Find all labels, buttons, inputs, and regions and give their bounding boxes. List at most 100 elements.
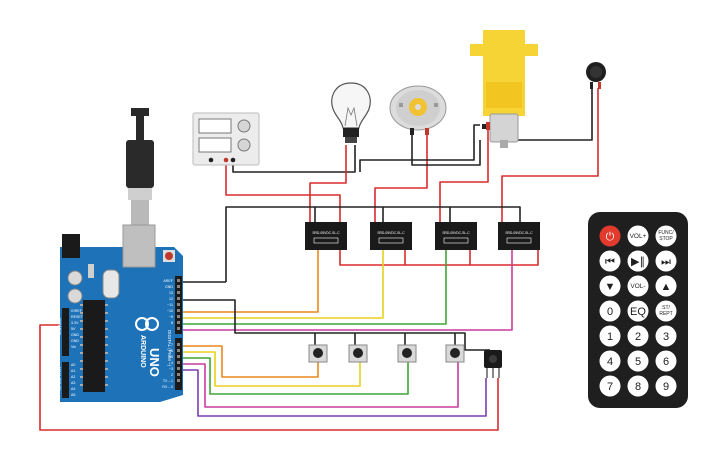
remote-button[interactable]: 2 bbox=[627, 325, 649, 347]
push-button-4[interactable] bbox=[445, 344, 465, 363]
pin-label: ~10 bbox=[167, 309, 173, 313]
pin-label: A4 bbox=[71, 387, 75, 391]
wire-magenta-relay4[interactable] bbox=[182, 250, 513, 331]
wire-yellow-relay2[interactable] bbox=[182, 250, 384, 319]
power-supply-knob[interactable] bbox=[237, 119, 251, 133]
wire-black-supply[interactable] bbox=[232, 145, 356, 173]
relay-4[interactable]: SRD-05VDC-SL-C bbox=[498, 222, 540, 250]
remote-button[interactable]: 1 bbox=[599, 325, 621, 347]
arduino-uno-board[interactable]: ARDUINO UNO DIGITAL (PWM ~) POWER ANALOG… bbox=[57, 108, 183, 402]
pin-label: 13 bbox=[169, 291, 173, 295]
pin-label: A3 bbox=[71, 381, 75, 385]
remote-play-pause-button[interactable]: ▶∥ bbox=[627, 250, 649, 272]
remote-button[interactable]: EQ bbox=[627, 300, 649, 322]
remote-button[interactable]: 0 bbox=[599, 300, 621, 322]
remote-button-label: ST/ bbox=[662, 305, 670, 311]
wire-black-relay-bus[interactable] bbox=[225, 206, 521, 282]
wire-orange-relay1[interactable] bbox=[182, 250, 319, 313]
pin-label: GND bbox=[71, 339, 79, 343]
wire-purple-ir[interactable] bbox=[182, 369, 487, 417]
terminal[interactable] bbox=[208, 157, 214, 163]
terminal[interactable] bbox=[230, 157, 236, 163]
remote-down-button[interactable]: ▼ bbox=[599, 275, 621, 297]
push-button-3[interactable] bbox=[397, 344, 417, 363]
wire-red-bulb[interactable] bbox=[309, 145, 347, 222]
remote-rewind-button[interactable]: ⏮ bbox=[599, 250, 621, 272]
pin-label: A0 bbox=[71, 363, 75, 367]
wire-green-button3[interactable] bbox=[182, 357, 409, 395]
brand-label: ARDUINO bbox=[139, 335, 146, 368]
remote-button[interactable]: 4 bbox=[599, 350, 621, 372]
power-supply[interactable] bbox=[192, 112, 260, 166]
remote-up-button[interactable]: ▲ bbox=[655, 275, 677, 297]
wire-orange-button1[interactable] bbox=[182, 345, 319, 378]
remote-button[interactable]: ST/REPT bbox=[655, 300, 677, 322]
crystal bbox=[102, 269, 120, 299]
wire-red-gearmotor[interactable] bbox=[439, 128, 489, 222]
pin-label: TX→1 bbox=[163, 379, 173, 383]
remote-button[interactable]: 3 bbox=[655, 325, 677, 347]
wire-green-relay3[interactable] bbox=[182, 250, 447, 325]
relay-2[interactable]: SRD-05VDC-SL-C bbox=[370, 222, 412, 250]
remote-power-button[interactable]: ⏻ bbox=[599, 225, 621, 247]
wire-black-gearmotor[interactable] bbox=[359, 124, 480, 172]
relays: SRD-05VDC-SL-C SRD-05VDC-SL-C SRD-05VDC-… bbox=[305, 222, 540, 250]
wire-black-dcmotor[interactable] bbox=[411, 135, 481, 166]
pin-label: 4 bbox=[171, 361, 173, 365]
remote-button-label: 8 bbox=[635, 381, 641, 393]
remote-button[interactable]: 7 bbox=[599, 375, 621, 397]
remote-button[interactable]: VOL+ bbox=[627, 225, 649, 247]
gear-motor[interactable] bbox=[470, 30, 538, 148]
atmega-chip bbox=[83, 300, 105, 392]
buzzer[interactable] bbox=[586, 62, 606, 89]
relay-1[interactable]: SRD-05VDC-SL-C bbox=[305, 222, 347, 250]
pin-label: RESET bbox=[71, 315, 84, 319]
pin-label: GND bbox=[165, 285, 173, 289]
light-bulb[interactable] bbox=[331, 82, 371, 143]
remote-button-label: 3 bbox=[663, 331, 669, 343]
dc-motor[interactable] bbox=[389, 85, 447, 135]
relay-3[interactable]: SRD-05VDC-SL-C bbox=[435, 222, 477, 250]
pin-label: ~3 bbox=[169, 367, 173, 371]
remote-button-label: STOP bbox=[659, 236, 673, 242]
remote-button-label: 0 bbox=[607, 306, 613, 318]
terminal[interactable] bbox=[223, 157, 229, 163]
relay-label: SRD-05VDC-SL-C bbox=[442, 231, 470, 235]
remote-button[interactable]: 8 bbox=[627, 375, 649, 397]
wire-magenta-button4[interactable] bbox=[182, 362, 459, 408]
wire-black-gnd-buttons[interactable] bbox=[182, 299, 316, 345]
remote-button[interactable]: 9 bbox=[655, 375, 677, 397]
remote-button[interactable]: 5 bbox=[627, 350, 649, 372]
rewind-icon: ⏮ bbox=[605, 256, 615, 268]
remote-button[interactable]: 6 bbox=[655, 350, 677, 372]
remote-button-label: 1 bbox=[607, 331, 613, 343]
wire-red-supply[interactable] bbox=[225, 162, 341, 222]
power-header bbox=[62, 308, 69, 356]
push-button-1[interactable] bbox=[308, 344, 328, 363]
power-supply-knob[interactable] bbox=[237, 138, 251, 152]
push-button-2[interactable] bbox=[348, 344, 368, 363]
ir-receiver[interactable] bbox=[484, 350, 502, 378]
down-icon: ▼ bbox=[605, 281, 616, 293]
remote-button-label: VOL+ bbox=[630, 233, 647, 240]
usb-cable bbox=[136, 113, 144, 143]
pin-label: ~6 bbox=[169, 349, 173, 353]
digital-label: DIGITAL (PWM ~) bbox=[167, 330, 172, 367]
wire-yellow-button2[interactable] bbox=[182, 351, 361, 387]
wire-red-dcmotor[interactable] bbox=[374, 135, 428, 222]
pin-label: 12 bbox=[169, 297, 173, 301]
wire-red-buzzer[interactable] bbox=[501, 88, 599, 222]
model-label: UNO bbox=[147, 348, 162, 377]
pin-label: AREF bbox=[163, 279, 173, 283]
power-label: POWER bbox=[57, 318, 62, 336]
remote-fast-forward-button[interactable]: ⏭ bbox=[655, 250, 677, 272]
wire-red-relay-bus[interactable] bbox=[339, 250, 539, 266]
remote-button[interactable]: VOL- bbox=[627, 275, 649, 297]
remote-button[interactable]: FUNC/STOP bbox=[655, 225, 677, 247]
wire-red-5v-ir[interactable] bbox=[39, 324, 499, 431]
usb-jack bbox=[122, 224, 156, 268]
analog-label: ANALOG IN bbox=[57, 366, 62, 391]
remote-button-label: 2 bbox=[635, 331, 641, 343]
